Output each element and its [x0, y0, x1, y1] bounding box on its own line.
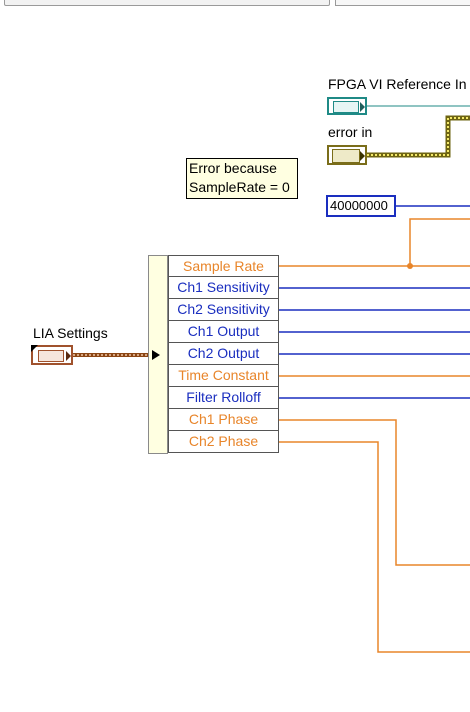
field-filter-rolloff[interactable]: Filter Rolloff: [168, 387, 279, 409]
terminal-arrow-icon: [360, 151, 365, 161]
terminal-arrow-icon: [360, 102, 365, 112]
error-in-terminal[interactable]: [327, 145, 367, 165]
input-arrow-icon: [152, 350, 160, 360]
unbundle-field-list: Sample Rate Ch1 Sensitivity Ch2 Sensitiv…: [168, 255, 279, 453]
toolbar-control-left[interactable]: [4, 0, 330, 6]
sample-rate-branch-wire[interactable]: [409, 218, 470, 266]
fpga-reference-label: FPGA VI Reference In: [328, 76, 467, 92]
fpga-reference-icon: [333, 101, 359, 113]
field-ch2-phase[interactable]: Ch2 Phase: [168, 431, 279, 453]
field-ch2-output[interactable]: Ch2 Output: [168, 343, 279, 365]
comment-label[interactable]: Error because SampleRate = 0: [186, 158, 298, 199]
ch1-phase-wire[interactable]: [279, 419, 470, 566]
lia-settings-label: LIA Settings: [33, 325, 108, 341]
lia-settings-terminal[interactable]: [31, 345, 73, 365]
field-ch1-output[interactable]: Ch1 Output: [168, 321, 279, 343]
control-corner-icon: [31, 345, 38, 352]
error-wire[interactable]: [367, 115, 470, 158]
field-sample-rate[interactable]: Sample Rate: [168, 255, 279, 277]
cluster-icon: [38, 350, 64, 362]
field-ch2-sensitivity[interactable]: Ch2 Sensitivity: [168, 299, 279, 321]
error-in-label: error in: [328, 124, 373, 140]
comment-line-1: Error because: [189, 160, 277, 176]
field-ch1-sensitivity[interactable]: Ch1 Sensitivity: [168, 277, 279, 299]
fpga-reference-terminal[interactable]: [327, 97, 367, 115]
terminal-arrow-icon: [66, 351, 71, 361]
error-cluster-icon: [332, 149, 360, 163]
toolbar-control-right[interactable]: [335, 0, 470, 6]
ch2-phase-wire[interactable]: [279, 441, 470, 653]
field-time-constant[interactable]: Time Constant: [168, 365, 279, 387]
comment-line-2: SampleRate = 0: [189, 179, 290, 195]
numeric-constant[interactable]: 40000000: [326, 195, 396, 217]
toolbar: [0, 0, 470, 7]
field-ch1-phase[interactable]: Ch1 Phase: [168, 409, 279, 431]
